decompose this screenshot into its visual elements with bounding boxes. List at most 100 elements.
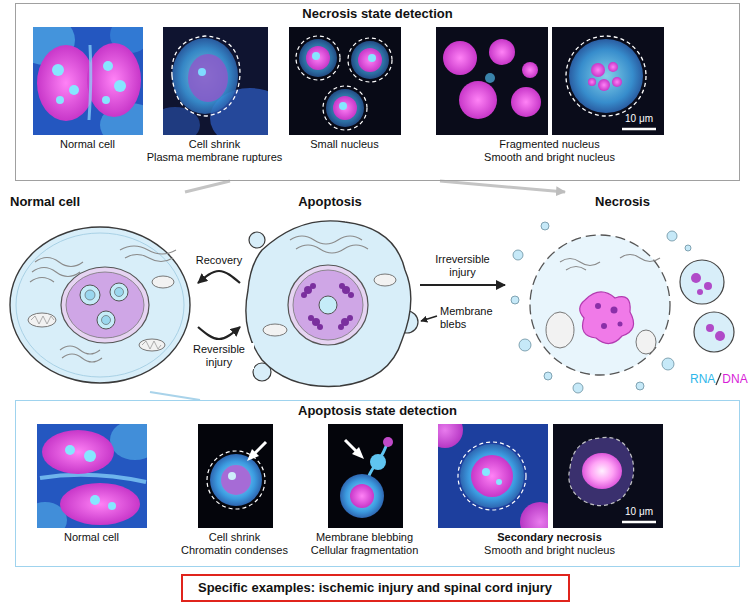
micrograph: Membrane blebbingCellular fragmentation — [309, 424, 421, 557]
cell-state: Normal cell — [6, 192, 198, 392]
micrograph-image — [198, 424, 273, 528]
heading: Necrosis state detection — [16, 6, 739, 22]
micrograph-image — [569, 437, 634, 505]
normal-cell-illustration — [102, 316, 111, 325]
micrograph-image — [552, 27, 664, 135]
micrograph-image — [40, 475, 146, 482]
normal-cell-illustration — [142, 341, 161, 349]
caption: Cellular fragmentation — [309, 544, 421, 557]
micrograph-image — [42, 430, 114, 474]
micrograph-image — [289, 27, 401, 135]
heading: Apoptosis — [244, 194, 416, 210]
micrograph-image — [588, 78, 596, 86]
necrotic-cell-illustration — [694, 312, 734, 352]
micrograph-image — [228, 472, 236, 480]
apoptotic-cell-illustration — [301, 283, 354, 330]
normal-cell-illustration — [60, 346, 102, 362]
scale-label: 10 μm — [625, 113, 653, 125]
micrograph: Fragmented nucleusSmooth and bright nucl… — [436, 27, 664, 164]
normal-cell-illustration — [66, 272, 144, 338]
micrograph-image — [102, 96, 110, 104]
detection-panel: Apoptosis state detectionNormal cellCell… — [15, 400, 740, 567]
caption: Normal cell — [37, 531, 147, 544]
micrograph-image — [65, 445, 75, 455]
edge-label: Reversible injury — [184, 343, 254, 369]
necrotic-cell-illustration — [511, 296, 519, 304]
necrotic-cell-illustration — [519, 339, 531, 351]
micrograph-image — [333, 96, 357, 120]
micrograph-image — [339, 102, 347, 110]
micrograph-image — [296, 36, 340, 80]
apoptotic-cell-illustration — [301, 292, 307, 298]
micrograph-image — [247, 449, 259, 461]
leader-line — [421, 316, 437, 321]
apoptotic-cell-illustration — [338, 324, 344, 330]
micrograph-image — [207, 451, 265, 509]
caption: Chromatin condenses — [179, 544, 291, 557]
micrograph-image — [60, 483, 140, 525]
micrograph-image — [89, 45, 91, 120]
necrotic-cell-illustration — [595, 303, 601, 309]
apoptotic-cell-illustration — [339, 283, 345, 289]
micrograph-image — [383, 437, 393, 447]
normal-cell-illustration — [28, 313, 56, 327]
scale-bar — [622, 128, 656, 131]
normal-cell-illustration — [139, 339, 165, 351]
scale-label: 10 μm — [625, 506, 653, 518]
connector-arrow — [198, 271, 240, 283]
apoptotic-cell-illustration — [288, 265, 368, 345]
micrograph-image — [370, 454, 386, 470]
necrotic-cell-illustration — [697, 289, 703, 295]
necrotic-cell-illustration — [636, 382, 644, 390]
apoptotic-cell-illustration — [263, 324, 287, 336]
micrograph-image — [56, 96, 64, 104]
micrograph-image — [352, 447, 364, 459]
micrograph-image — [110, 424, 147, 460]
caption: Cell shrink — [179, 531, 291, 544]
necrotic-cell-illustration — [715, 331, 725, 341]
micrograph-image — [522, 62, 538, 78]
micrograph-image — [312, 52, 320, 60]
apoptotic-cell-illustration — [317, 324, 323, 330]
micrograph: Small nucleus — [289, 27, 401, 151]
necrotic-cell-illustration — [691, 273, 701, 283]
micrograph-image — [459, 81, 497, 119]
normal-cell-illustration — [31, 316, 54, 324]
micrograph-image — [350, 484, 374, 508]
necrotic-cell-illustration — [530, 235, 670, 375]
micrograph-image — [221, 465, 251, 495]
micrograph-image — [460, 444, 524, 508]
micrograph-image — [323, 86, 367, 130]
necrotic-cell-illustration — [685, 245, 691, 251]
micrograph-image — [358, 48, 382, 72]
normal-cell-illustration — [61, 267, 149, 343]
necrotic-cell-illustration — [601, 323, 607, 329]
micrograph-image — [496, 479, 502, 485]
micrograph-image — [553, 424, 663, 528]
micrograph-image — [163, 27, 268, 135]
micrograph-image — [348, 38, 392, 82]
apoptotic-cell-illustration — [348, 292, 354, 298]
legend-separator — [716, 373, 721, 385]
micrograph-image — [188, 54, 228, 102]
apoptotic-cell-illustration — [310, 283, 316, 289]
micrograph-image — [436, 27, 548, 135]
apoptotic-cell-illustration — [249, 232, 265, 248]
micrograph-image — [37, 424, 147, 528]
necrotic-cell-illustration — [611, 307, 618, 314]
micrograph-image — [368, 442, 388, 478]
legend-text: RNA — [690, 372, 715, 386]
necrotic-cell-illustration — [662, 358, 674, 370]
micrograph-image — [37, 45, 95, 121]
micrograph-image — [436, 27, 548, 135]
micrograph-image — [84, 450, 96, 462]
connector-arrow — [198, 327, 240, 339]
heading: Apoptosis state detection — [16, 403, 739, 419]
micrograph-image — [471, 455, 513, 497]
micrograph-image — [328, 424, 403, 528]
micrograph-image — [198, 424, 273, 528]
micrograph-image — [458, 442, 526, 510]
legend: RNADNA — [690, 372, 748, 386]
micrograph-image — [326, 89, 364, 127]
